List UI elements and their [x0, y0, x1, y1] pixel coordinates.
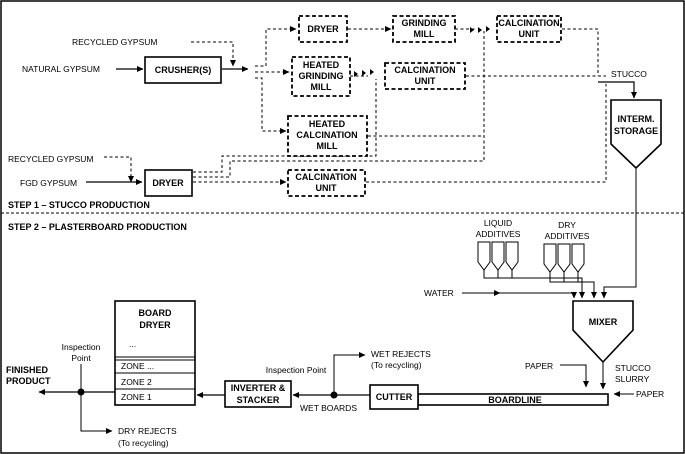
- calcination-unit-mid-label-2: UNIT: [415, 76, 436, 86]
- paper-right-label: PAPER: [636, 389, 664, 399]
- stucco-label: STUCCO: [611, 69, 647, 79]
- calcination-unit-top-label-1: CALCINATION: [498, 18, 559, 28]
- finished-product-label-1: FINISHED: [6, 365, 49, 375]
- board-dryer-label-2: DRYER: [139, 320, 171, 330]
- mixer-hopper: [572, 300, 634, 364]
- route-calcination-top-out: [562, 28, 599, 76]
- route-dryer-up-2: [193, 31, 485, 178]
- heated-calcination-mill-label-3: MILL: [317, 141, 338, 151]
- boardline-label: BOARDLINE: [488, 395, 542, 405]
- stucco-slurry-label-2: SLURRY: [615, 374, 650, 384]
- mixer-label: MIXER: [589, 317, 618, 327]
- heated-calcination-mill-label-1: HEATED: [309, 119, 346, 129]
- wet-rejects-label-2: (To recycling): [371, 360, 422, 370]
- interm-storage-label-2: STORAGE: [614, 126, 658, 136]
- interm-storage-label-1: INTERM.: [618, 114, 655, 124]
- calcination-unit-bottom-label-1: CALCINATION: [295, 172, 356, 182]
- storage-to-mixer-line: [601, 168, 637, 299]
- dryer-main-box: [144, 169, 193, 197]
- dry-rejects-label-1: DRY REJECTS: [118, 426, 177, 436]
- recycled-gypsum-top-label: RECYCLED GYPSUM: [72, 37, 158, 47]
- inverter-stacker-label-2: STACKER: [237, 395, 280, 405]
- liquid-additives-hoppers: [477, 241, 519, 271]
- recycled-gypsum-top-arrow: [191, 41, 236, 67]
- dryer-main-label: DRYER: [152, 178, 184, 188]
- cutter-box: [369, 384, 419, 410]
- heated-calcination-mill-box: [287, 115, 368, 157]
- calcination-unit-bottom-box: [287, 169, 366, 197]
- interm-storage-silo: [610, 99, 662, 170]
- step1-title: STEP 1 – STUCCO PRODUCTION: [8, 200, 150, 210]
- inspection-point-left-label-1: Inspection: [62, 342, 101, 352]
- grinding-mill-box: [392, 15, 456, 43]
- dryer-top-box: [298, 15, 348, 43]
- wet-rejects-label-1: WET REJECTS: [371, 349, 431, 359]
- heated-calcination-mill-label-2: CALCINATION: [296, 130, 357, 140]
- liquid-additives-label-1: LIQUID: [484, 218, 512, 228]
- route-calcination-bottom-out: [366, 84, 607, 183]
- route-crusher-to-dryer: [255, 26, 297, 67]
- calcination-unit-top-box: [496, 15, 562, 43]
- crusher-label: CRUSHER(S): [155, 65, 212, 75]
- zone-etc-label: ZONE ...: [121, 361, 154, 371]
- board-dryer-box: [114, 300, 196, 406]
- inverter-stacker-box: [224, 380, 292, 408]
- route-dryer-up-1: [193, 79, 377, 173]
- water-to-mixer-line: [462, 292, 577, 299]
- liquid-additives-label-2: ADDITIVES: [476, 229, 521, 239]
- crusher-box: [144, 56, 222, 84]
- natural-gypsum-label: NATURAL GYPSUM: [22, 64, 100, 74]
- calcination-unit-mid-box: [384, 62, 466, 90]
- inspection-point-right-label: Inspection Point: [266, 365, 327, 375]
- zone-2-label: ZONE 2: [121, 377, 152, 387]
- heated-grinding-mill-box: [291, 56, 351, 97]
- inspection-point-left-label-2: Point: [71, 353, 91, 363]
- route-crusher-to-heated-calcination: [255, 77, 287, 134]
- finished-product-label-2: PRODUCT: [6, 376, 51, 386]
- dry-additives-label-1: DRY: [558, 220, 576, 230]
- dry-rejects-arrow: [80, 392, 113, 434]
- calcination-unit-top-label-2: UNIT: [519, 29, 540, 39]
- calcination-unit-bottom-label-2: UNIT: [316, 183, 337, 193]
- dry-additives-label-2: ADDITIVES: [545, 231, 590, 241]
- heated-grinding-mill-label-3: MILL: [311, 82, 332, 92]
- recycled-gypsum-bottom-arrow: [104, 156, 134, 183]
- dry-rejects-label-2: (To recycling): [118, 438, 169, 448]
- heated-grinding-mill-label-1: HEATED: [303, 60, 340, 70]
- wet-boards-label: WET BOARDS: [300, 403, 357, 413]
- recycled-gypsum-bottom-label: RECYCLED GYPSUM: [8, 154, 94, 164]
- dry-additives-to-mixer-line: [549, 272, 594, 298]
- board-dryer-label-1: BOARD: [139, 308, 172, 318]
- grinding-mill-label-1: GRINDING: [402, 18, 447, 28]
- inline-arrowheads-top: [470, 26, 490, 33]
- water-label: WATER: [424, 288, 454, 298]
- inline-arrowheads-mid: [354, 69, 374, 77]
- fgd-gypsum-label: FGD GYPSUM: [20, 178, 77, 188]
- zone-1-label: ZONE 1: [121, 392, 152, 402]
- heated-grinding-mill-label-2: GRINDING: [299, 71, 344, 81]
- calcination-unit-mid-label-1: CALCINATION: [394, 65, 455, 75]
- liquid-additives-to-mixer-line: [483, 270, 582, 298]
- paper-left-label: PAPER: [525, 361, 553, 371]
- inverter-stacker-label-1: INVERTER &: [231, 383, 286, 393]
- stucco-slurry-label-1: STUCCO: [615, 363, 651, 373]
- board-dryer-ellipsis: ...: [129, 339, 136, 349]
- paper-left-arrow: [560, 364, 589, 388]
- wet-rejects-arrow: [333, 352, 366, 395]
- stucco-to-storage-arrow: [598, 81, 637, 99]
- cutter-label: CUTTER: [376, 392, 413, 402]
- dry-additives-hoppers: [543, 243, 585, 273]
- step2-title: STEP 2 – PLASTERBOARD PRODUCTION: [8, 222, 187, 232]
- dryer-top-label: DRYER: [307, 24, 339, 34]
- grinding-mill-label-2: MILL: [414, 29, 435, 39]
